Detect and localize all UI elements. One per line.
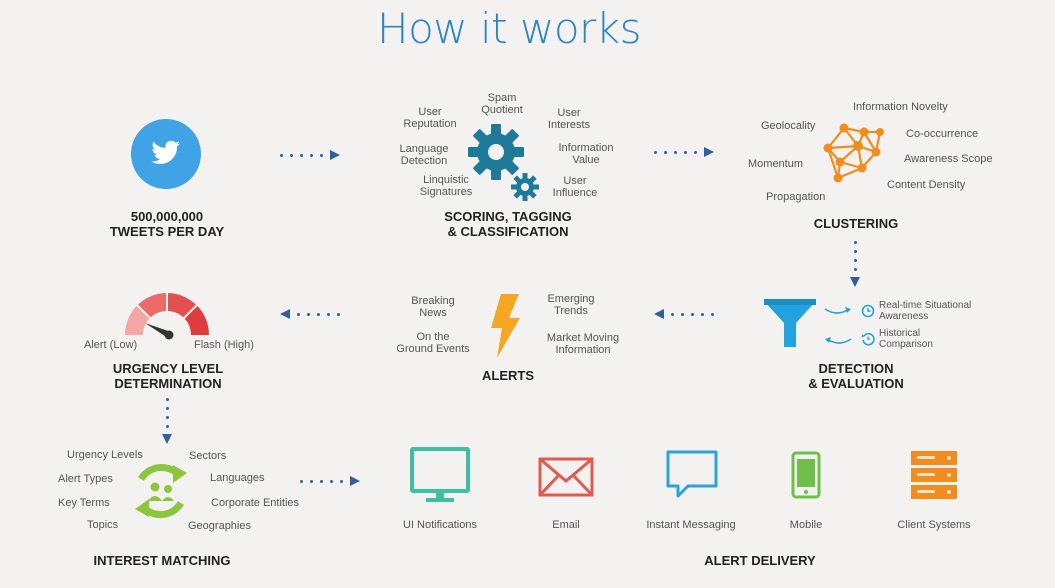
email-label: Email	[552, 519, 580, 531]
twitter-icon	[131, 119, 201, 189]
urgency-levels-label: Urgency Levels	[67, 449, 143, 461]
emerging-trends-label: Emerging Trends	[547, 293, 595, 317]
sectors-label: Sectors	[189, 450, 227, 462]
co-occurrence-label: Co-occurrence	[906, 128, 979, 140]
detection-heading: DETECTION & EVALUATION	[808, 361, 904, 391]
recycle-icon	[135, 463, 187, 519]
flow-arrow-6	[162, 398, 172, 444]
twitter-heading: 500,000,000 TWEETS PER DAY	[109, 209, 225, 239]
mobile-phone-icon	[791, 451, 821, 499]
information-value-label: Information Value	[558, 142, 614, 166]
alert-low-label: Alert (Low)	[84, 339, 138, 351]
alert-delivery-heading: ALERT DELIVERY	[704, 553, 816, 568]
flow-arrow-2	[654, 147, 714, 157]
flow-arrow-4	[654, 309, 714, 319]
server-icon	[911, 451, 957, 499]
user-interests-label: User Interests	[547, 107, 591, 131]
page-title: How it works	[377, 4, 642, 53]
funnel-icon	[764, 299, 816, 347]
flash-high-label: Flash (High)	[194, 339, 254, 351]
breaking-news-label: Breaking News	[411, 295, 455, 319]
geographies-label: Geographies	[188, 520, 251, 532]
interest-heading: INTEREST MATCHING	[93, 553, 231, 568]
lightning-bolt-icon	[491, 294, 520, 358]
clock-icon	[861, 304, 875, 318]
languages-label: Languages	[210, 472, 265, 484]
small-gear-icon	[511, 173, 539, 201]
cluster-network-icon	[823, 123, 884, 183]
alert-types-label: Alert Types	[58, 473, 113, 485]
information-novelty-label: Information Novelty	[853, 101, 948, 113]
awareness-scope-label: Awareness Scope	[904, 153, 993, 165]
historical-arrow-icon	[825, 337, 852, 344]
historical-label: Historical Comparison	[879, 328, 933, 350]
clustering-heading: CLUSTERING	[813, 216, 899, 231]
monitor-icon	[410, 447, 470, 502]
realtime-arrow-icon	[824, 307, 851, 314]
momentum-label: Momentum	[748, 158, 804, 170]
flow-arrow-1	[280, 150, 340, 160]
content-density-label: Content Density	[887, 179, 966, 191]
key-terms-label: Key Terms	[58, 497, 110, 509]
flow-arrow-3	[850, 241, 860, 287]
topics-label: Topics	[87, 519, 119, 531]
mobile-label: Mobile	[789, 519, 823, 531]
spam-quotient-label: Spam Quotient	[481, 92, 523, 116]
market-moving-label: Market Moving Information	[546, 332, 620, 356]
history-icon	[861, 332, 875, 346]
email-icon	[538, 457, 594, 497]
user-influence-label: User Influence	[552, 175, 598, 199]
user-reputation-label: User Reputation	[403, 106, 457, 130]
geolocality-label: Geolocality	[761, 120, 816, 132]
client-systems-label: Client Systems	[897, 519, 971, 531]
chat-bubble-icon	[666, 450, 718, 498]
corporate-entities-label: Corporate Entities	[211, 497, 300, 509]
urgency-gauge-icon	[125, 291, 209, 340]
flow-arrow-7	[300, 476, 360, 486]
realtime-label: Real-time Situational Awareness	[879, 300, 972, 322]
flow-arrow-5	[280, 309, 340, 319]
linguistic-signatures-label: Linquistic Signatures	[419, 174, 473, 198]
instant-messaging-label: Instant Messaging	[646, 519, 736, 531]
gear-icon	[468, 124, 524, 180]
language-detection-label: Language Detection	[399, 143, 449, 167]
on-the-ground-label: On the Ground Events	[396, 331, 470, 355]
alerts-heading: ALERTS	[482, 368, 534, 383]
scoring-heading: SCORING, TAGGING & CLASSIFICATION	[444, 209, 572, 239]
ui-notifications-label: UI Notifications	[403, 519, 477, 531]
propagation-label: Propagation	[766, 191, 826, 203]
urgency-heading: URGENCY LEVEL DETERMINATION	[112, 361, 224, 391]
